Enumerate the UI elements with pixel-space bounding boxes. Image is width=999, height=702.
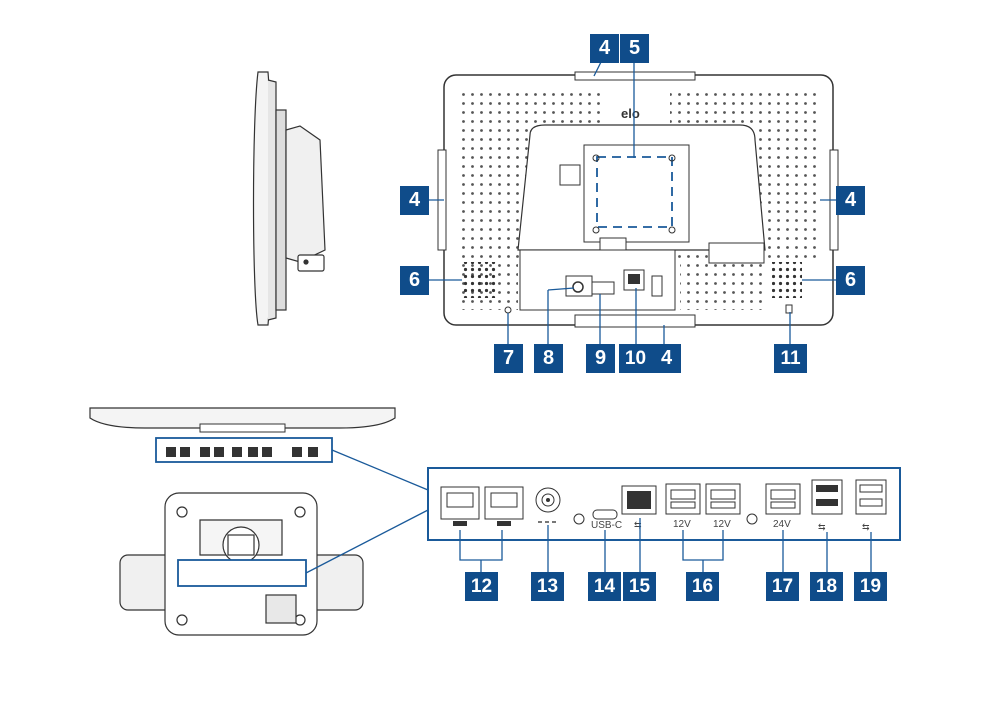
port-detail-panel: ⇆ ⇆ ⇆ <box>427 467 901 541</box>
bottom-slot <box>574 314 696 328</box>
callout-14: 14 <box>588 572 621 601</box>
callout-11: 11 <box>774 344 807 373</box>
callout-9: 9 <box>586 344 615 373</box>
callout-18: 18 <box>810 572 843 601</box>
powered-usb-24v <box>765 483 801 515</box>
callout-leaders <box>425 55 840 350</box>
base-stand-view <box>119 492 364 636</box>
callout-7: 7 <box>494 344 523 373</box>
ethernet-port <box>621 485 657 515</box>
label-24v: 24V <box>773 519 791 530</box>
top-slot <box>574 71 696 81</box>
callout-10: 10 <box>619 344 652 373</box>
label-usb-c: USB-C <box>591 520 623 531</box>
label-12v-b: 12V <box>713 519 731 530</box>
callout-16: 16 <box>686 572 719 601</box>
callout-4-top: 4 <box>590 34 619 63</box>
side-view <box>252 71 326 326</box>
usb2-ports <box>855 479 887 515</box>
bottom-edge-view <box>89 407 396 463</box>
callout-5: 5 <box>620 34 649 63</box>
detail-connectors <box>305 449 429 574</box>
rear-view: elo <box>437 71 839 328</box>
port-panel <box>519 249 676 311</box>
callout-15: 15 <box>623 572 656 601</box>
label-12v-a: 12V <box>673 519 691 530</box>
speaker-right <box>772 262 802 298</box>
usb2-symbol: ⇆ <box>862 522 870 532</box>
callout-19: 19 <box>854 572 887 601</box>
callout-17: 17 <box>766 572 799 601</box>
callout-4-right: 4 <box>836 186 865 215</box>
powered-usb-12v-1 <box>665 483 701 515</box>
callout-6-right: 6 <box>836 266 865 295</box>
callout-13: 13 <box>531 572 564 601</box>
detail-callout-leaders <box>459 518 872 572</box>
callout-6-left: 6 <box>400 266 429 295</box>
powered-usb-12v-2 <box>705 483 741 515</box>
audio-jack-2 <box>746 513 758 525</box>
callout-4-left: 4 <box>400 186 429 215</box>
elo-logo: elo <box>621 106 640 121</box>
usb3-ports <box>811 479 843 515</box>
dc-in-jack <box>572 281 584 293</box>
rj-port-2 <box>484 486 524 526</box>
usb3-symbol: ⇆ <box>818 522 826 532</box>
base-port-strip <box>177 559 307 587</box>
callout-4-bottom: 4 <box>652 344 681 373</box>
rj-port-1 <box>440 486 480 526</box>
lock-slot <box>785 304 793 314</box>
audio-jack <box>573 513 585 525</box>
coax-connector <box>535 487 561 523</box>
usb-port-rear <box>591 281 615 295</box>
callout-12: 12 <box>465 572 498 601</box>
usb-c-port <box>592 509 618 520</box>
callout-8: 8 <box>534 344 563 373</box>
vent-bottom-right <box>680 258 765 310</box>
power-button <box>504 306 512 314</box>
speaker-left <box>462 262 498 298</box>
ethernet-symbol: ⇆ <box>634 520 642 530</box>
